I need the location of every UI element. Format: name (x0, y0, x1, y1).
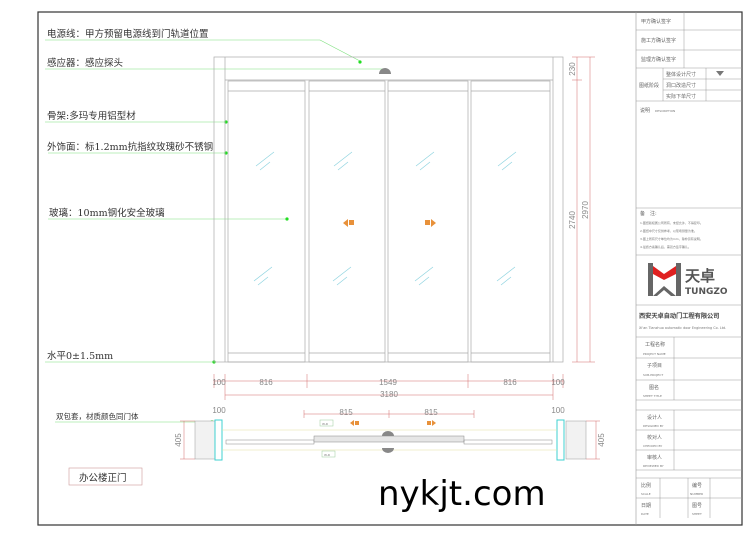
tb-field-label: 图名 (649, 384, 659, 391)
company-logo (648, 263, 681, 296)
tb-field-label: 校对人 (647, 434, 662, 441)
tb-field-label: 子项目 (647, 362, 662, 369)
dim-side-right: 100 (551, 378, 565, 387)
tb-date-en: DATE (641, 512, 649, 516)
tb-note: 1.图纸版权属公司所有，未经允许，不得复印。 (640, 220, 703, 225)
tb-field-label: 设计人 (647, 414, 662, 421)
tb-field-label-en: SUB-PROJECT (643, 373, 663, 377)
level-marker-icon (716, 71, 724, 76)
dim-fixed-right: 816 (503, 378, 517, 387)
tb-note: 2.图纸中尺寸仅供参考，以现场测量为准。 (640, 228, 697, 233)
title-block-grid (636, 12, 742, 518)
tb-scale: 比例 (641, 482, 651, 489)
label-glass: 玻璃：10mm钢化安全玻璃 (49, 207, 165, 219)
tb-field-label: 审核人 (647, 454, 662, 461)
door-elevation (213, 56, 564, 363)
company-name-cn: 西安天卓自动门工程有限公司 (639, 312, 719, 320)
tb-field-label-en: CHECKED BY (643, 444, 662, 448)
brand-name-en: TUNGZO (685, 287, 728, 297)
sensor-icon (379, 68, 391, 74)
company-name-en: Xi'an Tianzhuo automatic door Engineerin… (639, 326, 726, 330)
tb-field-label-en: SHEET TITLE (643, 394, 662, 398)
tb-note: 3.图上所有尺寸单位均为mm，除非另有说明。 (640, 236, 703, 241)
tb-client-sign: 甲方确认签字 (641, 18, 671, 25)
leader-dots (210, 60, 362, 424)
site-watermark: nykjt.com (378, 474, 546, 514)
dim-wall-right: 100 (551, 406, 565, 415)
tb-notes-title: 备 注: (640, 210, 657, 217)
tb-sheet: 图号 (692, 503, 702, 509)
tb-description-en: DESCRIPTION (655, 109, 675, 113)
drawing-title: 办公楼正门 (79, 472, 127, 484)
tb-stage-row: 实际下单尺寸 (666, 93, 696, 100)
dim-top-height: 230 (568, 62, 577, 76)
tb-stage-row: 整体设计尺寸 (666, 71, 696, 78)
tb-description: 说明 (640, 107, 650, 114)
label-frame: 骨架:多玛专用铝型材 (47, 110, 136, 122)
tb-supervisor-sign: 监理方确认签字 (641, 56, 676, 63)
plan-tag-top: W-R (322, 422, 328, 426)
dim-total-width: 3180 (380, 390, 398, 399)
dim-total-height: 2970 (581, 201, 590, 219)
tb-stage-row: 洞口改造尺寸 (666, 82, 696, 89)
dim-side-left: 100 (212, 378, 226, 387)
tb-field-label-en: REVIEWED BY (643, 464, 664, 468)
dimension-lines (180, 56, 600, 460)
sheet-border (37, 11, 743, 526)
dim-wall-left: 100 (212, 406, 226, 415)
tb-note: 4.最终方案确认后，需双方签字确认。 (640, 244, 691, 249)
tb-scale-en: SCALE (641, 492, 651, 496)
tb-stage: 图纸阶段 (639, 82, 659, 89)
dim-door-height: 2740 (568, 211, 577, 229)
tb-contractor-sign: 施工方确认签字 (641, 37, 676, 44)
tb-number-en: NUMBER (690, 492, 703, 496)
dim-fixed-left: 816 (259, 378, 273, 387)
tb-field-label-en: PROJECT NAME (643, 352, 666, 356)
dim-leaf-left: 815 (339, 408, 353, 417)
tb-number: 编号 (692, 482, 702, 489)
label-finish: 外饰面：标1.2mm抗指纹玫瑰砂不锈钢 (47, 141, 213, 153)
title-box (68, 467, 143, 486)
label-level: 水平0±1.5mm (47, 350, 113, 362)
sliding-arrow-icons (343, 219, 436, 227)
tb-field-label-en: DESIGNED BY (643, 424, 664, 428)
door-plan (194, 419, 587, 461)
label-sensor: 感应器：感应探头 (47, 57, 123, 69)
dim-leaf-right: 815 (424, 408, 438, 417)
dim-center: 1549 (379, 378, 397, 387)
tb-date: 日期 (641, 503, 651, 509)
tb-sheet-en: SHEET (692, 512, 702, 516)
dim-depth-right: 405 (597, 433, 606, 447)
label-power: 电源线：甲方预留电源线到门轨道位置 (47, 28, 209, 40)
brand-name-cn: 天卓 (685, 267, 715, 285)
annotations (45, 39, 385, 423)
tb-field-label: 工程名称 (645, 341, 665, 348)
dim-depth-left: 405 (174, 433, 183, 447)
glass-hatch-icons (253, 151, 517, 286)
plan-tag-bottom: W-R (324, 453, 330, 457)
label-cladding: 双包套，材质颜色同门体 (56, 411, 139, 421)
